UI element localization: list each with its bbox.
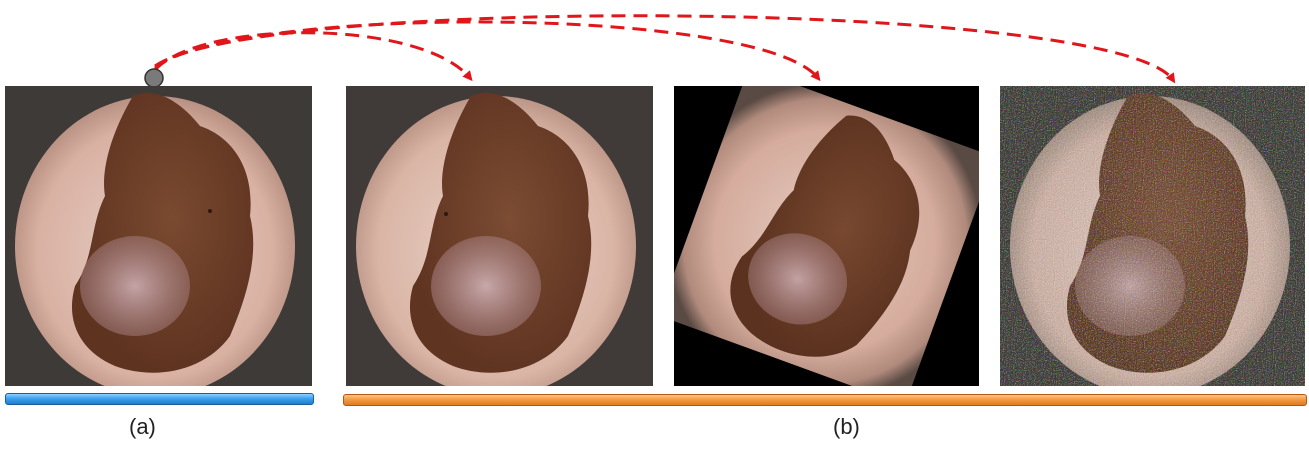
caption-a: (a) — [129, 414, 156, 440]
original-lesion-image — [5, 86, 312, 386]
arrow-to-panel-1 — [155, 33, 470, 78]
augmented-lesion-image-3 — [1000, 86, 1305, 386]
arrow-to-panel-3 — [155, 16, 1173, 80]
anchor-point-dot — [145, 69, 163, 87]
original-group-bar — [5, 393, 314, 405]
augmented-lesion-image-2 — [674, 86, 979, 386]
caption-b: (b) — [833, 414, 860, 440]
arrow-to-panel-2 — [155, 22, 818, 78]
augmented-lesion-image-1 — [346, 86, 653, 386]
augmented-group-bar — [343, 394, 1307, 406]
